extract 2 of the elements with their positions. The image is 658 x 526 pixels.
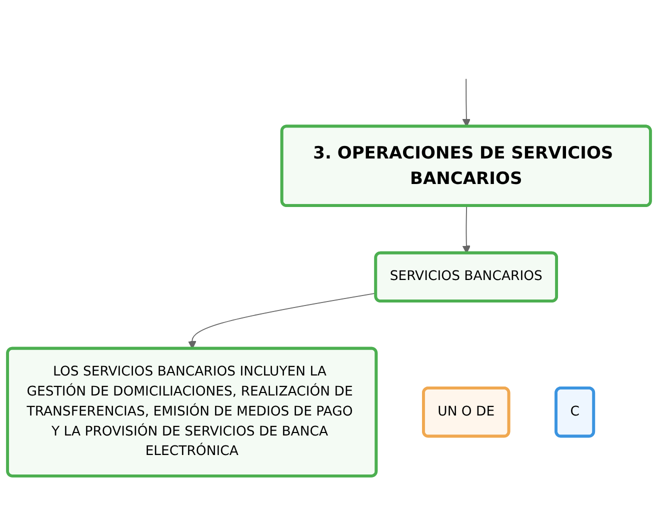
arrow [462,205,471,254]
arrow [462,78,471,127]
